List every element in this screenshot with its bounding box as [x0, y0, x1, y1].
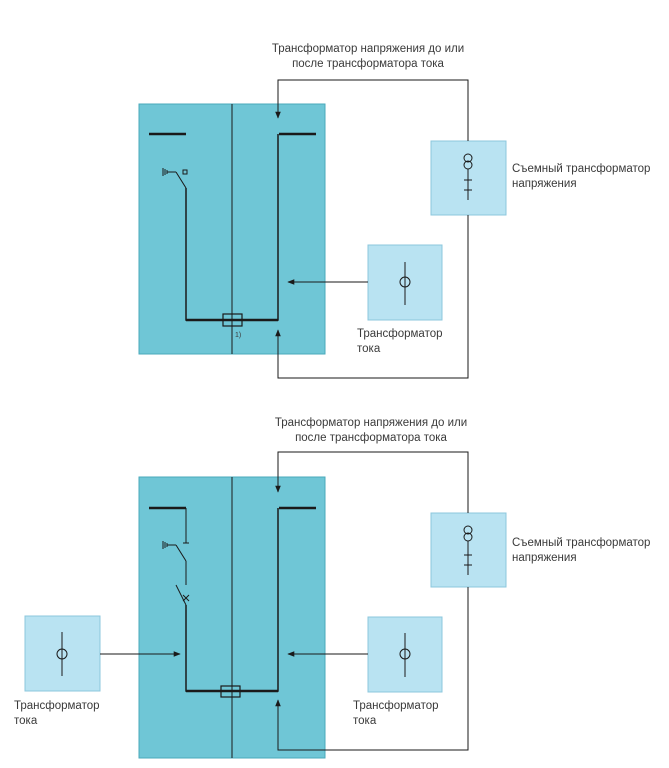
vt-top-loop	[275, 79, 469, 141]
voltage-transformer-icon	[463, 153, 473, 200]
earthing-switch-icon	[162, 508, 189, 562]
removable-vt-label: Съемный трансформатор напряжения	[512, 536, 650, 566]
current-transformer-icon	[399, 262, 411, 305]
current-transformer-core	[220, 685, 241, 698]
current-transformer-icon	[399, 633, 411, 677]
ct-left-label-line1: Трансформатор	[14, 700, 100, 712]
ct-right-label-line1: Трансформатор	[357, 328, 443, 340]
vt-position-label-line2: после трансформатора тока	[292, 58, 444, 70]
ct-right-label-line2: тока	[357, 343, 381, 355]
removable-vt-label-line2: напряжения	[512, 178, 577, 190]
diagram-1	[138, 79, 507, 379]
ct-left-label: Трансформатор тока	[14, 699, 100, 729]
ct-right-label: Трансформатор тока	[353, 699, 439, 729]
ct-right-label-line2: тока	[353, 715, 377, 727]
ct-left-label-line2: тока	[14, 715, 38, 727]
vt-loop	[275, 587, 469, 751]
vt-position-label-line2: после трансформатора тока	[295, 432, 447, 444]
vt-top-loop	[275, 451, 469, 513]
removable-vt-label-line1: Съемный трансформатор	[512, 163, 651, 175]
circuit-breaker-icon	[175, 561, 190, 606]
earthing-switch-icon	[162, 168, 188, 189]
voltage-transformer-icon	[463, 525, 473, 575]
removable-vt-label-line1: Съемный трансформатор	[512, 537, 651, 549]
ct-right-label: Трансформатор тока	[357, 327, 443, 357]
footnote-marker: 1)	[235, 332, 242, 339]
removable-vt-label-line2: напряжения	[512, 552, 577, 564]
vt-position-label-line1: Трансформатор напряжения до или	[271, 43, 465, 55]
current-transformer-core	[222, 313, 243, 327]
vt-position-label: Трансформатор напряжения до или после тр…	[255, 42, 481, 72]
diagram-2	[24, 451, 507, 759]
vt-loop	[275, 215, 469, 379]
ct-right-label-line1: Трансформатор	[353, 700, 439, 712]
removable-vt-label: Съемный трансформатор напряжения	[512, 162, 650, 192]
current-transformer-icon	[56, 632, 68, 676]
vt-position-label-line1: Трансформатор напряжения до или	[274, 417, 468, 429]
vt-position-label: Трансформатор напряжения до или после тр…	[258, 416, 484, 446]
